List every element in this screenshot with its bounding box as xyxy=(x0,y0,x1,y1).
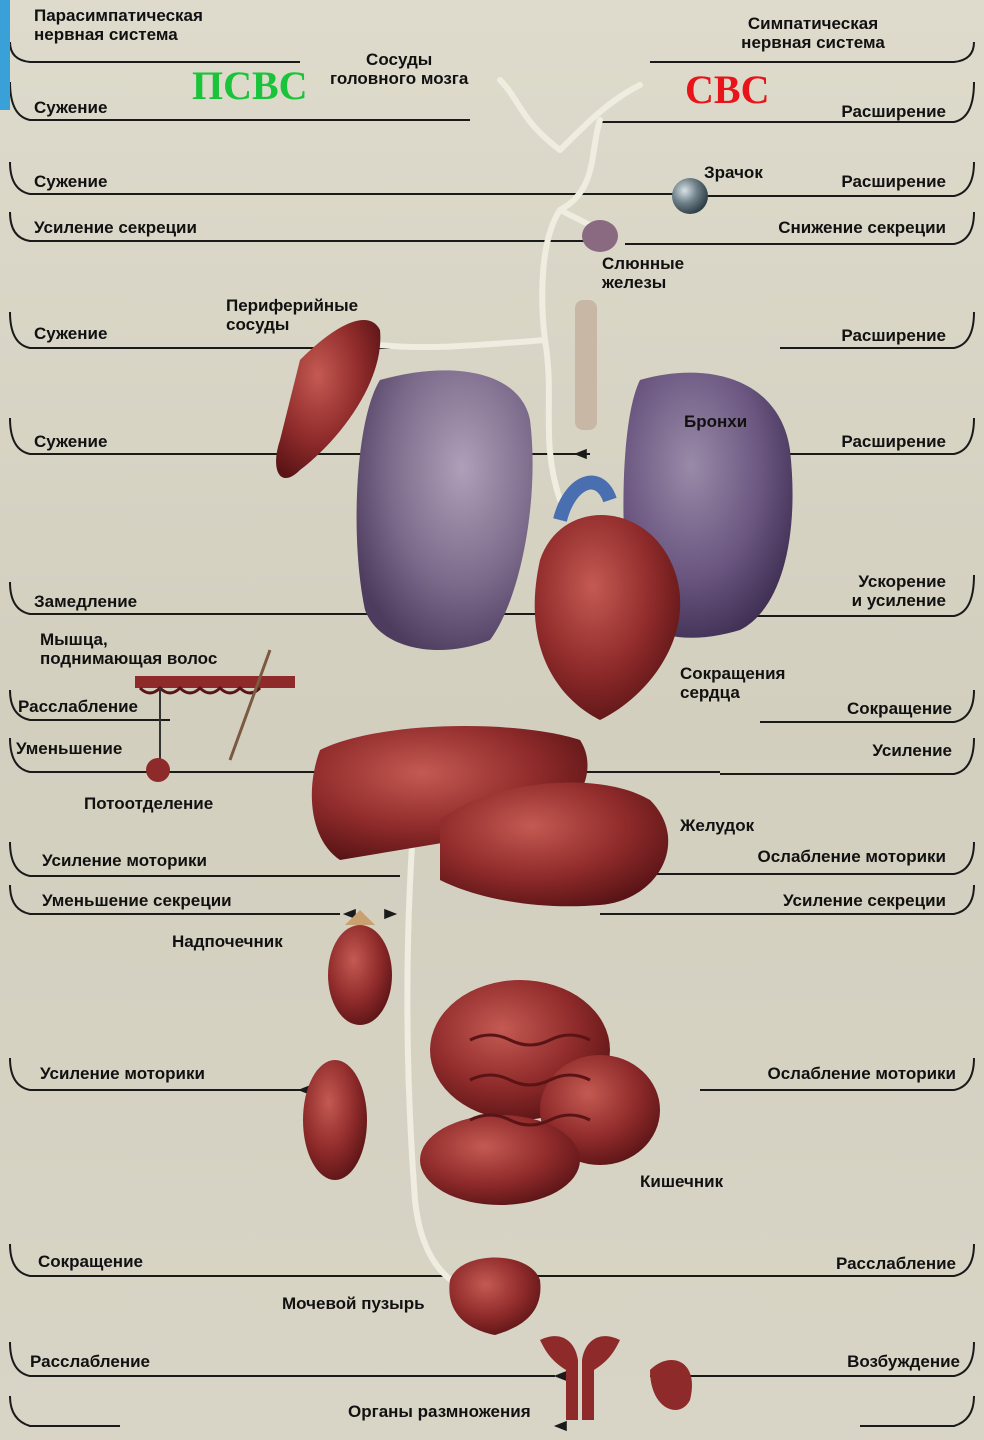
sns-effect: Сокращение xyxy=(700,699,952,718)
organ-salivary: Слюнные железы xyxy=(602,254,684,292)
psns-title: Парасимпатическая нервная система xyxy=(34,6,203,44)
sns-effect: Ускорение и усиление xyxy=(700,572,946,610)
bladder xyxy=(449,1258,540,1336)
kidney xyxy=(328,925,392,1025)
psns-effect: Замедление xyxy=(34,592,137,611)
psns-abbr: ПСВС xyxy=(192,64,308,108)
psns-effect: Сужение xyxy=(34,172,107,191)
psns-effect: Расслабление xyxy=(18,697,138,716)
organ-intestine: Кишечник xyxy=(640,1172,723,1191)
organ-hair-muscle: Мышца, поднимающая волос xyxy=(40,630,217,668)
reproductive-organs xyxy=(540,1336,620,1420)
sns-effect: Расслабление xyxy=(700,1254,956,1273)
organ-stomach: Желудок xyxy=(680,816,754,835)
skin-strip xyxy=(135,676,295,688)
psns-effect: Уменьшение секреции xyxy=(42,891,232,910)
salivary-gland xyxy=(582,220,618,252)
psns-effect: Усиление моторики xyxy=(42,851,207,870)
psns-effect: Уменьшение xyxy=(16,739,122,758)
psns-effect: Сужение xyxy=(34,432,107,451)
organ-heart: Сокращения сердца xyxy=(680,664,785,702)
psns-effect: Сужение xyxy=(34,98,107,117)
sns-title: Симпатическая нервная система xyxy=(690,14,936,52)
psns-effect: Сокращение xyxy=(38,1252,143,1271)
sns-effect: Ослабление моторики xyxy=(690,847,946,866)
psns-effect: Усиление секреции xyxy=(34,218,197,237)
organ-peripheral: Периферийные сосуды xyxy=(226,296,358,334)
sns-effect: Расширение xyxy=(700,326,946,345)
sns-effect: Снижение секреции xyxy=(700,218,946,237)
sns-effect: Расширение xyxy=(700,432,946,451)
left-edge-accent xyxy=(0,0,10,110)
sns-effect: Расширение xyxy=(700,172,946,191)
organ-adrenal: Надпочечник xyxy=(172,932,283,951)
sweat-gland xyxy=(146,758,170,782)
sns-effect: Возбуждение xyxy=(700,1352,960,1371)
lung-right xyxy=(357,370,533,650)
sns-effect: Усиление секреции xyxy=(690,891,946,910)
heart xyxy=(535,515,681,720)
organ-sweat: Потоотделение xyxy=(84,794,213,813)
stomach xyxy=(440,783,668,907)
sns-effect: Усиление xyxy=(700,741,952,760)
psns-effect: Сужение xyxy=(34,324,107,343)
psns-effect: Расслабление xyxy=(30,1352,150,1371)
organ-bladder: Мочевой пузырь xyxy=(282,1294,425,1313)
organ-brain-vessels: Сосуды головного мозга xyxy=(330,50,468,88)
sns-effect: Расширение xyxy=(700,102,946,121)
sns-effect: Ослабление моторики xyxy=(690,1064,956,1083)
psns-effect: Усиление моторики xyxy=(40,1064,205,1083)
organ-bronchi: Бронхи xyxy=(684,412,747,431)
psns-brackets xyxy=(10,42,720,1426)
organ-reproductive: Органы размножения xyxy=(348,1402,531,1421)
sns-brackets xyxy=(520,42,974,1426)
